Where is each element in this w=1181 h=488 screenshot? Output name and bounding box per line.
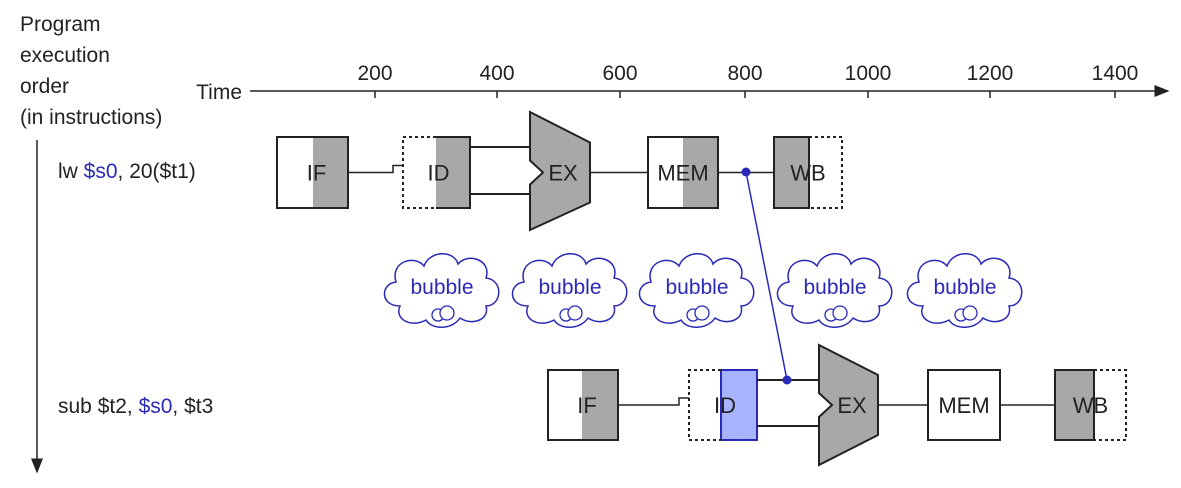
if-stage-shade bbox=[313, 137, 348, 208]
if-stage-shade bbox=[582, 370, 618, 440]
pipeline-bubble: bubble bbox=[638, 253, 755, 328]
stage-label: IF bbox=[307, 161, 327, 186]
stage-label: MEM bbox=[938, 393, 989, 418]
instruction-text: lw bbox=[58, 160, 84, 183]
axis-tick-label: 1000 bbox=[845, 62, 892, 85]
bubble-label: bubble bbox=[538, 276, 601, 299]
cloud-icon bbox=[638, 253, 755, 328]
instruction-text: , 20($t1) bbox=[118, 160, 196, 183]
cloud-puff bbox=[832, 305, 848, 321]
ex-alu-shape bbox=[818, 343, 879, 467]
axis-tick-label: 400 bbox=[479, 62, 514, 85]
forwarding-source-dot bbox=[741, 167, 751, 177]
order-label-line: execution bbox=[20, 44, 110, 67]
cloud-icon bbox=[511, 253, 628, 328]
ex-alu-shape bbox=[529, 110, 591, 232]
id-stage-shade bbox=[436, 137, 470, 208]
pipeline-bubble: bubble bbox=[511, 253, 628, 328]
stage-label: IF bbox=[577, 393, 597, 418]
cloud-puff bbox=[962, 305, 978, 321]
bubble-label: bubble bbox=[665, 276, 728, 299]
instruction-label: sub $t2, $s0, $t3 bbox=[58, 395, 213, 418]
register-highlight: $s0 bbox=[84, 160, 118, 183]
axis-tick-label: 1400 bbox=[1092, 62, 1139, 85]
wb-stage-dashed-edge bbox=[1094, 369, 1127, 441]
pipeline-bubble: bubble bbox=[383, 253, 500, 328]
order-label-line: order bbox=[20, 75, 69, 98]
axis-tick-label: 1200 bbox=[967, 62, 1014, 85]
instruction-label: lw $s0, 20($t1) bbox=[58, 160, 196, 183]
time-axis-label: Time bbox=[196, 81, 242, 104]
cloud-puff bbox=[567, 305, 583, 321]
stage-label: EX bbox=[837, 393, 867, 418]
cloud-puff bbox=[694, 305, 710, 321]
stage-label: MEM bbox=[657, 161, 708, 186]
axis-tick-label: 800 bbox=[727, 62, 762, 85]
pipeline-bubble: bubble bbox=[906, 253, 1023, 328]
instruction-text: , $t3 bbox=[172, 395, 213, 418]
if-id-connector bbox=[618, 397, 689, 406]
instruction-row: sub $t2, $s0, $t3 IF ID EX MEM WB bbox=[58, 343, 1127, 467]
stage-label: EX bbox=[548, 161, 578, 186]
instruction-text: sub $t2, bbox=[58, 395, 139, 418]
forwarding-path bbox=[745, 171, 788, 381]
cloud-puff bbox=[439, 305, 455, 321]
id-stage-dashed-edge bbox=[402, 136, 436, 209]
wb-stage-shade bbox=[1054, 369, 1095, 441]
stage-label: ID bbox=[428, 161, 450, 186]
wb-stage-dashed-edge bbox=[809, 136, 843, 209]
if-id-connector bbox=[348, 164, 403, 174]
wb-stage-shade bbox=[773, 136, 810, 209]
axis-tick-label: 200 bbox=[357, 62, 392, 85]
id-stage-shade bbox=[720, 369, 758, 441]
register-highlight: $s0 bbox=[139, 395, 173, 418]
cloud-icon bbox=[383, 253, 500, 328]
bubble-label: bubble bbox=[933, 276, 996, 299]
bubble-label: bubble bbox=[803, 276, 866, 299]
order-label-line: Program bbox=[20, 13, 101, 36]
mem-stage-shade bbox=[683, 137, 718, 208]
stage-label: WB bbox=[790, 161, 825, 186]
cloud-icon bbox=[906, 253, 1023, 328]
instruction-row: lw $s0, 20($t1) IF ID EX MEM WB bbox=[58, 110, 843, 232]
id-stage-dashed-edge bbox=[688, 369, 721, 441]
stage-label: ID bbox=[714, 393, 736, 418]
id-stage-edge bbox=[436, 136, 471, 209]
stage-label: WB bbox=[1073, 393, 1108, 418]
order-label-line: (in instructions) bbox=[20, 106, 162, 129]
forwarding-target-dot bbox=[782, 375, 792, 385]
axis-tick-label: 600 bbox=[602, 62, 637, 85]
cloud-icon bbox=[776, 253, 893, 328]
bubble-label: bubble bbox=[410, 276, 473, 299]
pipeline-bubble: bubble bbox=[776, 253, 893, 328]
